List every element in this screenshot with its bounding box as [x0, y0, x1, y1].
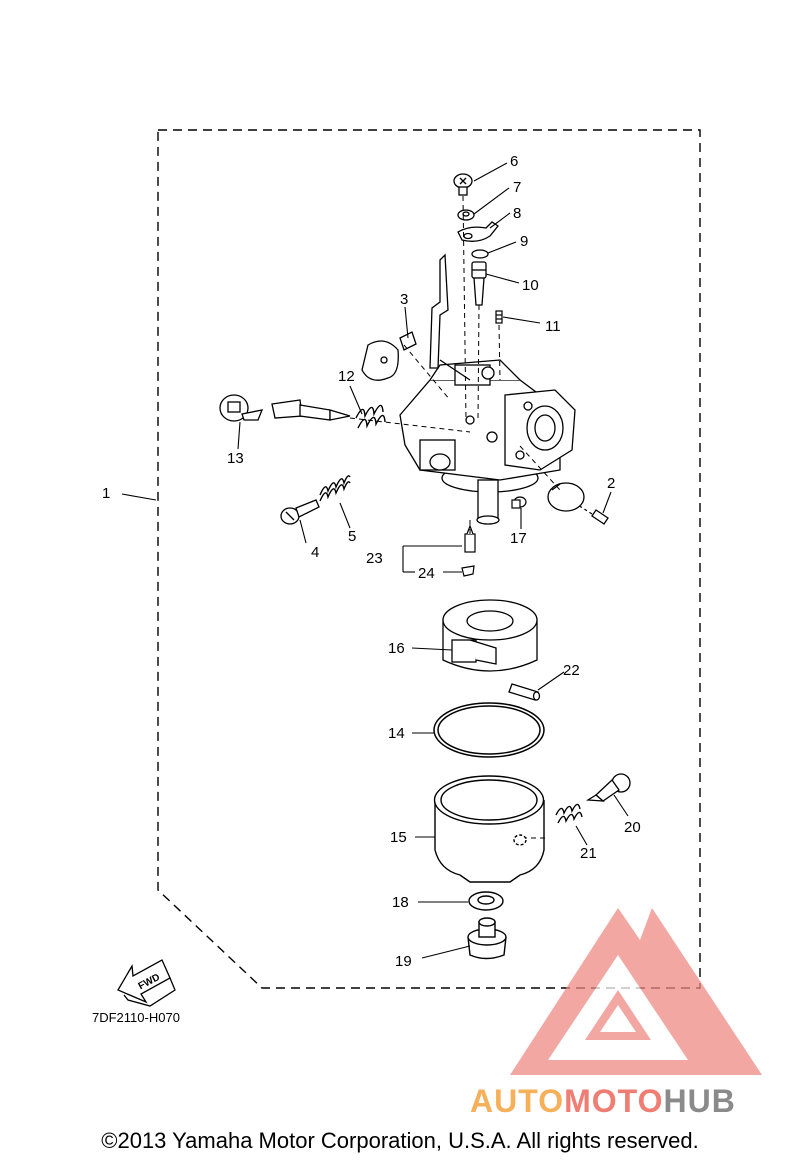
part-5-spring — [319, 475, 351, 502]
part-24-clip — [461, 565, 475, 577]
part-19-drain-bolt — [467, 917, 507, 960]
callouts: 1 2 3 4 5 6 7 8 9 10 11 12 13 14 15 16 1… — [102, 153, 641, 970]
callout-12: 12 — [338, 368, 355, 385]
part-9-o-ring — [471, 249, 489, 259]
callout-10: 10 — [522, 277, 539, 294]
callout-14: 14 — [388, 725, 405, 742]
part-13-knob — [219, 394, 351, 422]
assembly-guide-lines — [349, 195, 561, 839]
callout-4: 4 — [311, 544, 319, 561]
part-14-gasket — [433, 702, 545, 758]
watermark-logo — [510, 908, 762, 1075]
part-6-screw — [453, 173, 473, 196]
watermark-hub: HUB — [663, 1083, 735, 1119]
part-20-screw — [585, 773, 631, 802]
callout-7: 7 — [513, 179, 521, 196]
callout-3: 3 — [400, 291, 408, 308]
part-10-jet — [471, 261, 487, 306]
callout-24: 24 — [418, 565, 435, 582]
part-8-plate — [457, 221, 499, 242]
copyright-notice: ©2013 Yamaha Motor Corporation, U.S.A. A… — [101, 1128, 699, 1153]
assembly-boundary — [157, 129, 701, 989]
watermark-text: AUTOMOTOHUB — [470, 1083, 736, 1119]
callout-1: 1 — [102, 485, 110, 502]
diagram-code: 7DF2110-H070 — [92, 1010, 180, 1025]
callout-21: 21 — [580, 845, 597, 862]
callout-20: 20 — [624, 819, 641, 836]
watermark-moto: MOTO — [564, 1083, 663, 1119]
callout-15: 15 — [390, 829, 407, 846]
part-11-screw — [495, 310, 503, 324]
part-4-screw — [280, 499, 320, 525]
callout-5: 5 — [348, 528, 356, 545]
leader-lines — [121, 162, 629, 959]
part-2-throttle-plate — [547, 482, 609, 525]
callout-9: 9 — [520, 233, 528, 250]
callout-23: 23 — [366, 550, 383, 567]
part-18-washer — [468, 891, 504, 911]
part-17-screw — [511, 496, 527, 509]
fwd-arrow-icon: FWD — [117, 959, 176, 1007]
callout-13: 13 — [227, 450, 244, 467]
part-16-float — [442, 599, 538, 672]
callout-19: 19 — [395, 953, 412, 970]
callout-16: 16 — [388, 640, 405, 657]
callout-2: 2 — [607, 475, 615, 492]
callout-6: 6 — [510, 153, 518, 170]
watermark-auto: AUTO — [470, 1083, 564, 1119]
callout-8: 8 — [513, 205, 521, 222]
carburetor-body — [399, 253, 576, 525]
part-21-spring — [555, 803, 583, 824]
callout-18: 18 — [392, 894, 409, 911]
part-12-spring — [355, 404, 386, 429]
callout-17: 17 — [510, 530, 527, 547]
part-15-float-bowl — [433, 775, 545, 883]
part-22-pin — [508, 683, 541, 701]
part-7-washer — [457, 209, 475, 221]
callout-11: 11 — [545, 318, 561, 335]
callout-22: 22 — [563, 662, 580, 679]
part-3-choke-plate — [361, 331, 417, 381]
